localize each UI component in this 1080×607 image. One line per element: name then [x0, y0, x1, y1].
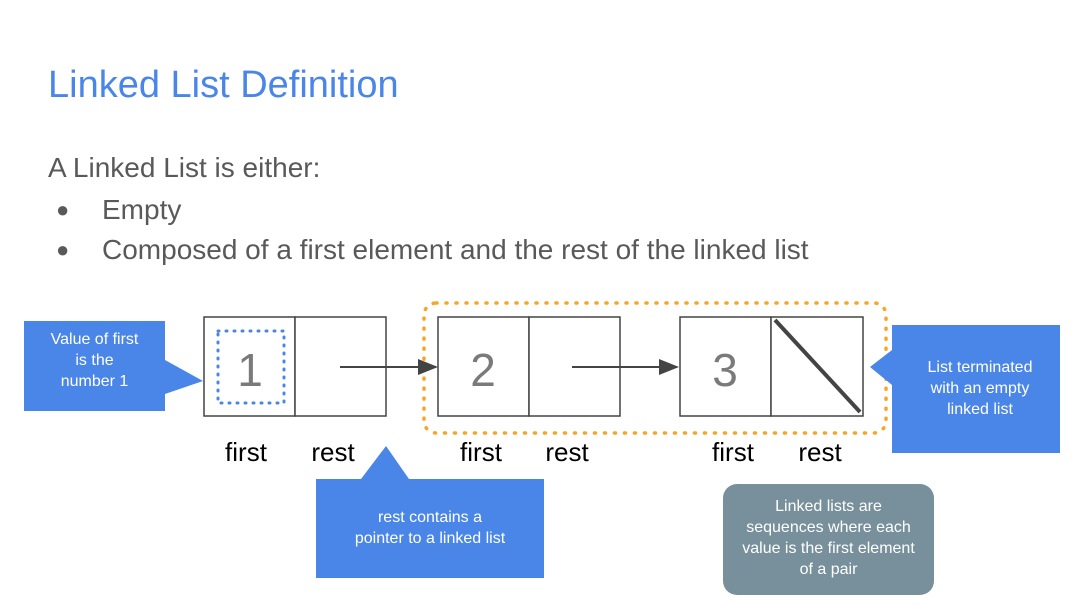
slide-title: Linked List Definition — [48, 64, 399, 106]
bullet-dot: ● — [56, 197, 70, 222]
node-3: 3 first rest — [679, 316, 864, 467]
bullet-item-empty: ● Empty — [56, 190, 809, 230]
bullet-text: Empty — [102, 194, 182, 225]
callout-sequences — [723, 484, 934, 595]
callout-rest-pointer — [316, 446, 544, 578]
node-1-first-label: first — [225, 437, 268, 467]
node-2: 2 first rest — [437, 316, 621, 467]
callout-terminated-text: List terminated with an empty linked lis… — [927, 359, 1033, 418]
bullet-list: ● Empty ● Composed of a first element and … — [56, 190, 809, 270]
node-2-first-cell — [437, 316, 530, 417]
node-1-rest-label: rest — [311, 437, 355, 467]
first-value-highlight — [216, 329, 286, 405]
callout-value-of-first-text: Value of first is the number 1 — [50, 331, 139, 390]
empty-list-slash — [773, 318, 862, 414]
callout-sequences-text: Linked lists are sequences where each va… — [742, 498, 915, 578]
callout-rest-pointer-text: rest contains a pointer to a linked list — [354, 509, 506, 547]
node-3-value: 3 — [712, 344, 738, 396]
intro-text: A Linked List is either: — [48, 152, 321, 183]
bullet-text: Composed of a first element and the rest… — [102, 234, 809, 265]
node-1: 1 first rest — [203, 316, 387, 467]
node-2-rest-label: rest — [545, 437, 589, 467]
callout-terminated — [870, 325, 1060, 453]
node-2-value: 2 — [470, 344, 496, 396]
node-1-value: 1 — [237, 344, 263, 396]
callout-value-of-first — [24, 321, 203, 411]
bullet-item-composed: ● Composed of a first element and the res… — [56, 230, 809, 270]
node-3-rest-label: rest — [798, 437, 842, 467]
node-3-first-label: first — [712, 437, 755, 467]
node-2-first-label: first — [460, 437, 503, 467]
bullet-dot: ● — [56, 237, 70, 262]
